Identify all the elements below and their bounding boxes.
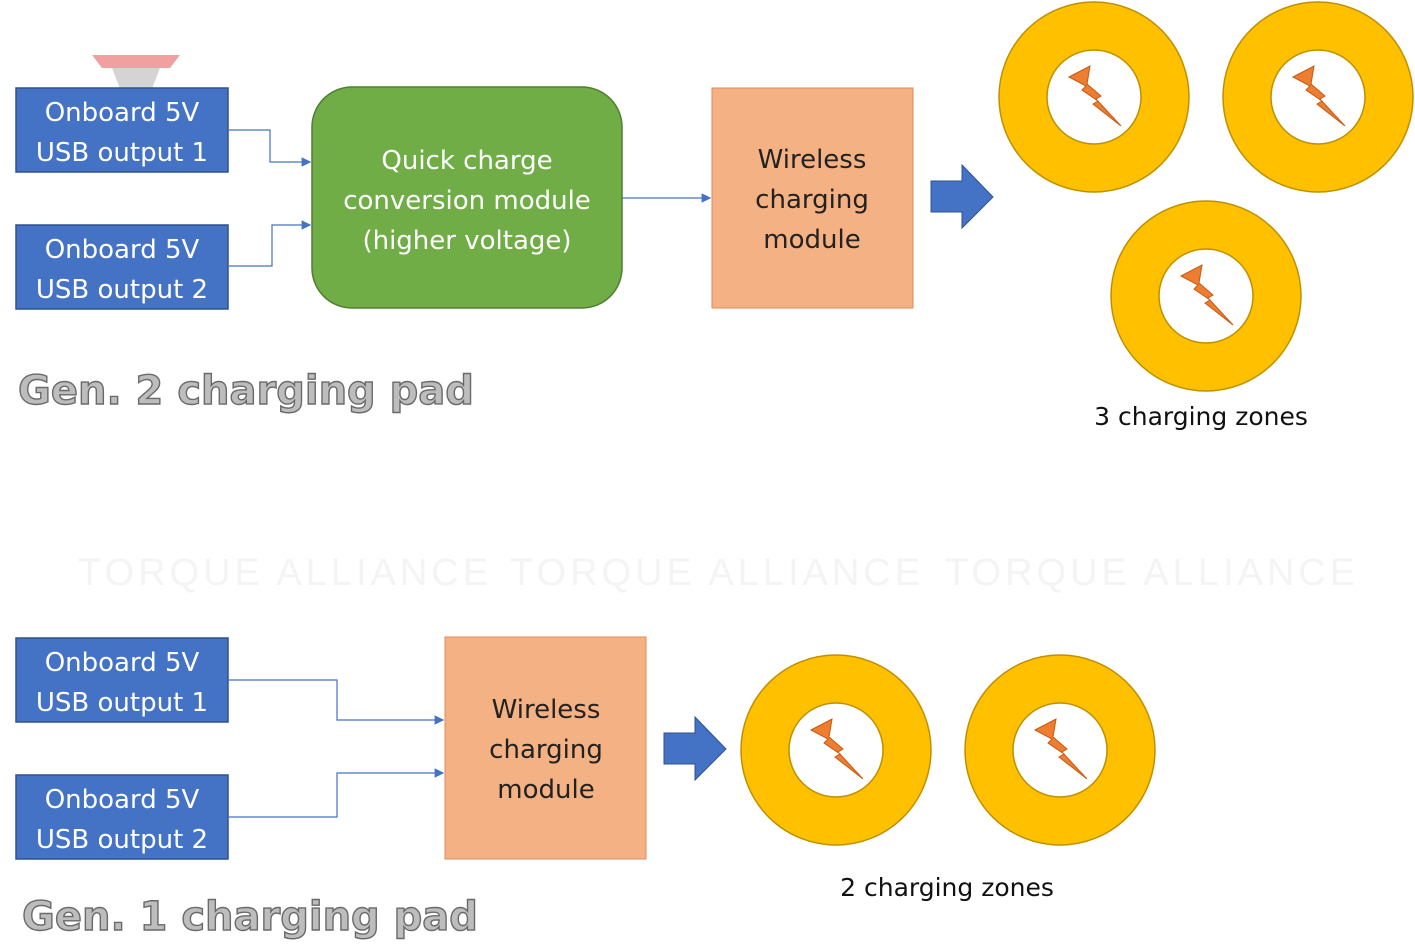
gen1-section: Onboard 5V USB output 1 Onboard 5V USB o… — [15, 636, 1156, 941]
watermark: TORQUE ALLIANCE TORQUE ALLIANCE TORQUE A… — [78, 552, 1359, 594]
svg-text:USB output 1: USB output 1 — [36, 688, 208, 718]
svg-text:charging: charging — [489, 735, 603, 765]
svg-text:Onboard 5V: Onboard 5V — [45, 648, 200, 678]
svg-text:Onboard 5V: Onboard 5V — [45, 235, 200, 265]
connector — [228, 679, 445, 725]
gen2-usb-output-1: Onboard 5V USB output 1 — [15, 87, 229, 173]
gen2-usb-output-2: Onboard 5V USB output 2 — [15, 224, 229, 310]
connector — [228, 768, 445, 818]
section-title: Gen. 2 charging pad — [18, 368, 474, 414]
svg-text:conversion module: conversion module — [343, 186, 591, 216]
charging-zone — [740, 654, 932, 846]
svg-text:Quick charge: Quick charge — [381, 146, 552, 176]
connector — [228, 220, 312, 267]
gen1-usb-output-1: Onboard 5V USB output 1 — [15, 637, 229, 723]
charging-zone — [1110, 200, 1302, 392]
arrow-right-icon — [663, 715, 727, 782]
svg-text:USB output 2: USB output 2 — [36, 275, 208, 305]
gen1-wireless-charging-module: Wireless charging module — [444, 636, 647, 860]
svg-text:USB output 1: USB output 1 — [36, 138, 208, 168]
svg-text:Wireless: Wireless — [492, 695, 601, 725]
charging-zone — [1222, 1, 1414, 193]
quick-charge-module: Quick charge conversion module (higher v… — [311, 86, 623, 309]
svg-text:USB output 2: USB output 2 — [36, 825, 208, 855]
svg-text:Onboard 5V: Onboard 5V — [45, 98, 200, 128]
svg-text:(higher voltage): (higher voltage) — [362, 226, 571, 256]
svg-text:module: module — [497, 775, 594, 805]
connector — [228, 129, 312, 167]
svg-text:TORQUE ALLIANCE: TORQUE ALLIANCE — [78, 552, 492, 594]
svg-text:charging: charging — [755, 185, 869, 215]
charging-zone — [998, 1, 1190, 193]
section-title: Gen. 1 charging pad — [22, 894, 478, 940]
svg-text:Wireless: Wireless — [758, 145, 867, 175]
svg-text:Onboard 5V: Onboard 5V — [45, 785, 200, 815]
gen1-usb-output-2: Onboard 5V USB output 2 — [15, 774, 229, 860]
svg-text:module: module — [763, 225, 860, 255]
svg-text:TORQUE ALLIANCE: TORQUE ALLIANCE — [945, 552, 1359, 594]
zones-label: 3 charging zones — [1094, 402, 1308, 431]
charging-zone — [964, 654, 1156, 846]
zones-label: 2 charging zones — [840, 873, 1054, 902]
gen2-wireless-charging-module: Wireless charging module — [711, 87, 914, 309]
gen2-section: Onboard 5V USB output 1 Onboard 5V USB o… — [15, 1, 1414, 431]
svg-text:TORQUE ALLIANCE: TORQUE ALLIANCE — [510, 552, 924, 594]
arrow-right-icon — [930, 163, 994, 230]
